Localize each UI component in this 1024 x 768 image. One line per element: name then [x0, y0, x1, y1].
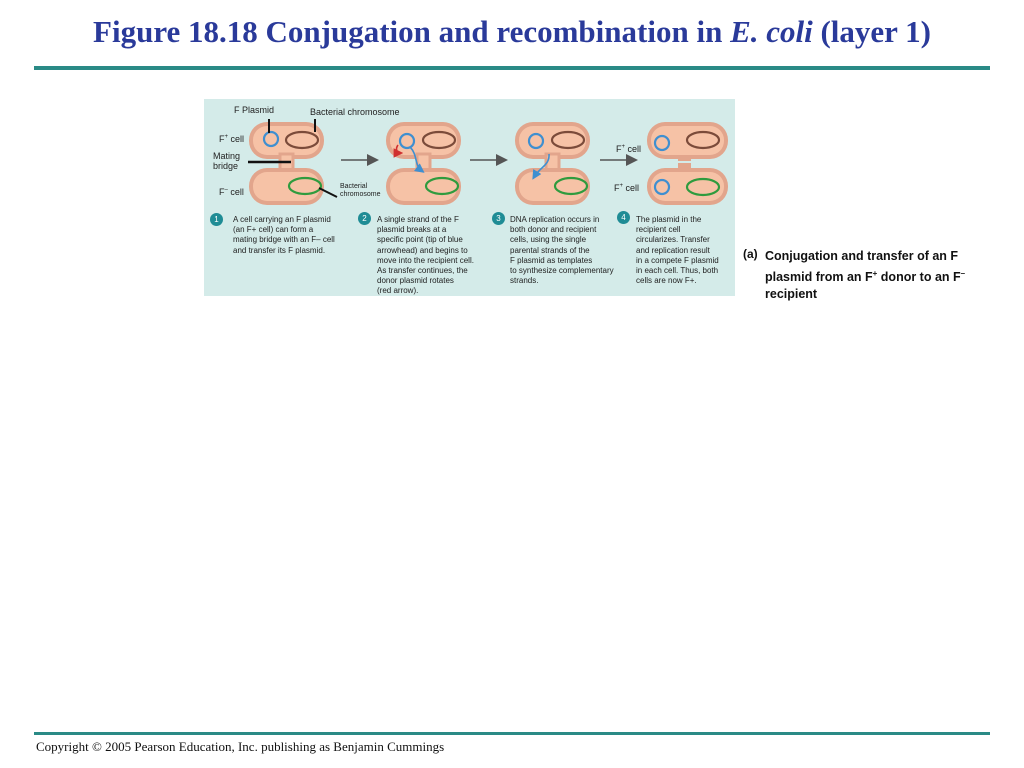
caption-tag: (a) — [743, 247, 758, 261]
label-f-plus-cell-1: F+ cell — [219, 134, 245, 144]
step-3-badge: 3 — [492, 212, 505, 225]
title-italic: E. coli — [730, 14, 813, 49]
slide-title: Figure 18.18 Conjugation and recombinati… — [0, 14, 1024, 50]
recipient-chromosome-pointer — [318, 187, 338, 198]
step-2-badge: 2 — [358, 212, 371, 225]
recipient-chromosome — [287, 176, 323, 196]
title-divider — [34, 66, 990, 70]
step-4-badge: 4 — [617, 211, 630, 224]
label-f-plasmid: F Plasmid — [234, 105, 275, 115]
step-1-badge: 1 — [210, 213, 223, 226]
step-2-text: A single strand of the F plasmid breaks … — [377, 215, 474, 296]
rotation-arrow — [393, 144, 404, 158]
donor-chromosome — [284, 130, 320, 150]
label-f-minus-cell-1: F– cell — [219, 187, 244, 197]
title-suffix: (layer 1) — [812, 14, 931, 49]
stage-1 — [248, 119, 338, 205]
transferring-strand — [409, 146, 425, 173]
label-bacterial-chromosome: Bacterial chromosome — [310, 107, 400, 117]
label-f-plus-cell-4b: F+ cell — [614, 183, 640, 193]
footer-divider — [34, 732, 990, 735]
step-3-text: DNA replication occurs in both donor and… — [510, 215, 614, 286]
stage-4 — [647, 122, 728, 205]
label-bacterial-chromosome-small: Bacterial chromosome — [340, 183, 381, 198]
step-1-text: A cell carrying an F plasmid (an F+ cell… — [233, 215, 335, 255]
stage-3 — [515, 122, 590, 205]
copyright-text: Copyright © 2005 Pearson Education, Inc.… — [36, 739, 445, 754]
label-mating-bridge: Mating bridge — [213, 151, 241, 171]
new-f-plasmid — [653, 178, 671, 196]
replicating-strand — [532, 153, 550, 180]
stage-2 — [386, 122, 461, 205]
step-4-text: The plasmid in the recipient cell circul… — [636, 215, 719, 286]
conjugation-figure: F Plasmid Bacterial chromosome F+ cell M… — [204, 99, 735, 296]
label-f-plus-cell-4a: F+ cell — [616, 144, 642, 154]
f-plasmid — [262, 130, 280, 148]
figure-caption: Conjugation and transfer of an F plasmid… — [765, 249, 966, 302]
figure-drawing — [248, 119, 728, 205]
title-prefix: Figure 18.18 Conjugation and recombinati… — [93, 14, 731, 49]
